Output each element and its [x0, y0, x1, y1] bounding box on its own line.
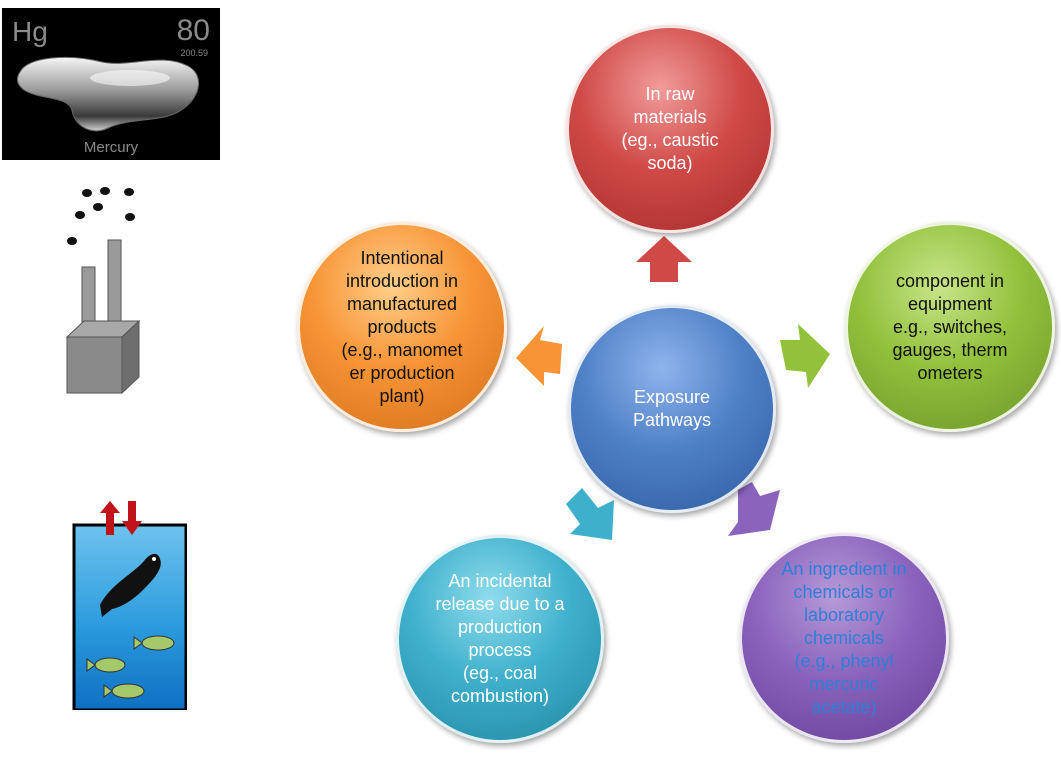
pathway-intentional: Intentional introduction in manufactured… — [297, 222, 507, 432]
element-name: Mercury — [83, 139, 139, 156]
incidental-label: An incidental release due to a productio… — [435, 571, 565, 706]
intentional-label: Intentional introduction in manufactured… — [341, 247, 463, 406]
pathway-ingredient: An ingredient in chemicals or laboratory… — [739, 533, 949, 743]
element-symbol: Hg — [12, 16, 48, 47]
mercury-droplet-icon — [16, 56, 199, 132]
arrow-left-icon — [516, 326, 562, 386]
arrow-up-icon — [636, 236, 692, 282]
raw-materials-label: In raw materials (eg., caustic soda) — [621, 84, 719, 173]
arrow-down-right-icon — [728, 482, 780, 536]
atomic-number: 80 — [176, 14, 210, 47]
mercury-element-tile: Hg 80 200.59 Mercury — [2, 8, 220, 160]
pathway-raw-materials: In raw materials (eg., caustic soda) — [566, 25, 774, 233]
ingredient-label: An ingredient in chemicals or laboratory… — [781, 558, 907, 717]
center-label: Exposure Pathways — [632, 387, 712, 430]
atomic-mass: 200.59 — [180, 48, 208, 58]
factory-emissions-icon — [65, 187, 141, 395]
water-fish-icon — [72, 501, 187, 710]
center-exposure-pathways: Exposure Pathways — [568, 305, 776, 513]
arrow-right-icon — [780, 324, 830, 388]
equipment-label: component in equipment e.g., switches, g… — [892, 270, 1008, 383]
pathway-incidental: An incidental release due to a productio… — [396, 535, 604, 743]
arrow-down-left-icon — [566, 488, 614, 540]
pathway-equipment: component in equipment e.g., switches, g… — [845, 222, 1055, 432]
